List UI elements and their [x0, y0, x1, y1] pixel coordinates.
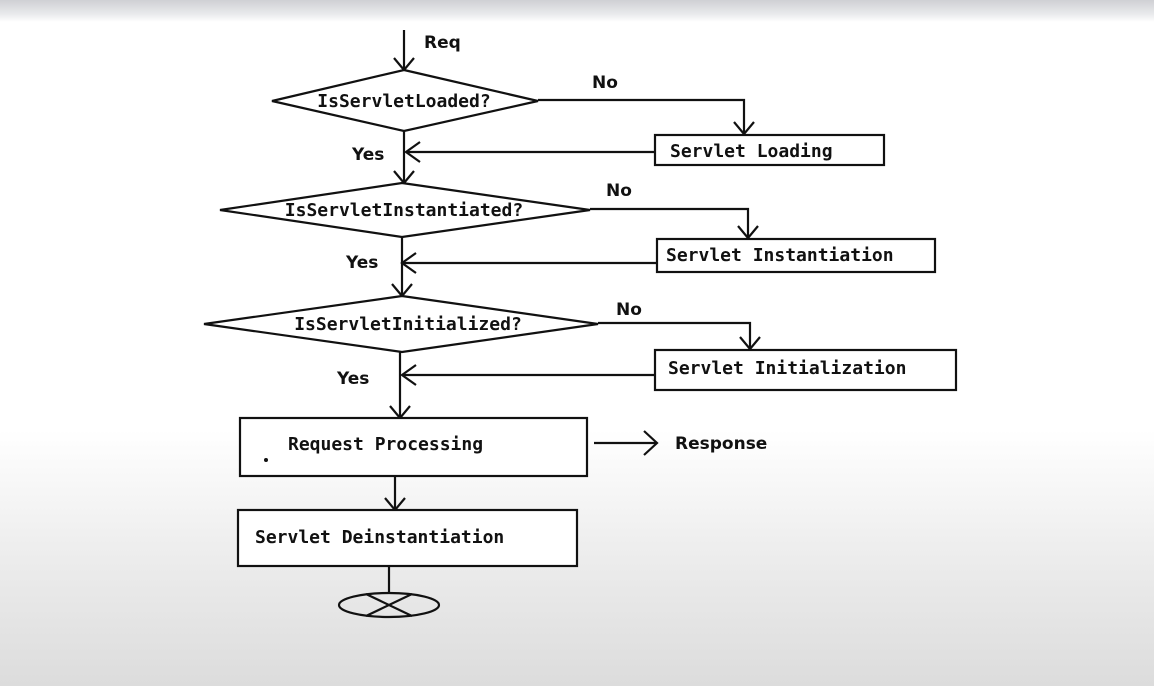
yes-label-1: Yes [351, 145, 384, 165]
action-servlet-instantiation-text: Servlet Instantiation [666, 245, 894, 266]
action-servlet-loading [653, 133, 886, 167]
response-label: Response [675, 434, 767, 454]
decision-servlet-loaded-text: IsServletLoaded? [317, 91, 490, 112]
dot-marker [264, 458, 268, 462]
action-servlet-loading-text: Servlet Loading [670, 141, 833, 162]
no-label-3: No [616, 300, 642, 320]
req-label: Req [424, 33, 461, 53]
process-request-processing [238, 416, 589, 478]
final-servlet-deinstantiation [236, 508, 579, 568]
req-arrow [393, 30, 415, 72]
no-branch-1 [538, 98, 746, 134]
final-servlet-deinstantiation-text: Servlet Deinstantiation [255, 527, 504, 548]
action-servlet-initialization-text: Servlet Initialization [668, 358, 906, 379]
decision-servlet-instantiated-text: IsServletInstantiated? [285, 200, 523, 221]
action-servlet-initialization [653, 348, 958, 392]
yes-label-2: Yes [345, 253, 378, 273]
no-label-1: No [592, 73, 618, 93]
yes-label-3: Yes [336, 369, 369, 389]
response-arrow [594, 430, 659, 456]
action-servlet-instantiation [655, 237, 937, 274]
no-branch-2 [590, 207, 750, 238]
no-branch-3 [598, 321, 752, 349]
process-request-processing-text: Request Processing [288, 434, 483, 455]
decision-servlet-initialized [203, 294, 599, 354]
no-label-2: No [606, 181, 632, 201]
decision-servlet-initialized-text: IsServletInitialized? [294, 314, 522, 335]
end-terminator-icon [337, 591, 441, 619]
